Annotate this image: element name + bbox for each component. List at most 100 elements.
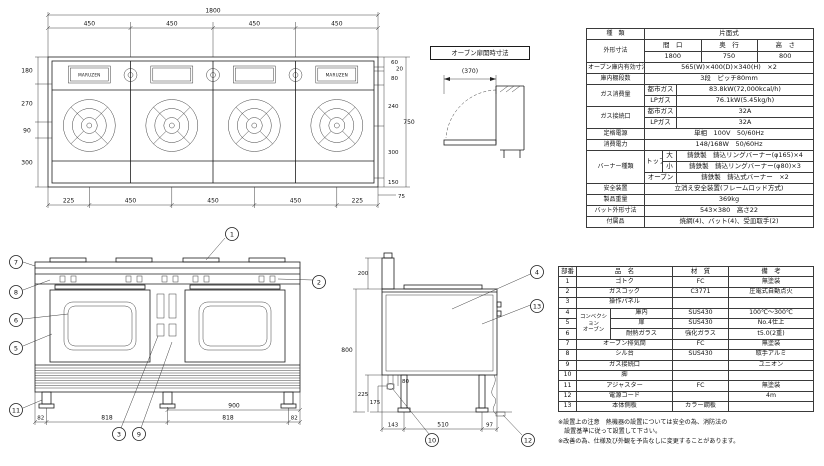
part-material: FC xyxy=(672,338,730,351)
spec-value-shelf: 3段 ピッチ80mm xyxy=(644,73,814,85)
dim-450: 450 xyxy=(84,21,96,28)
dim-75: 75 xyxy=(398,194,405,200)
spec-value-oven-inner: 565(W)×400(D)×340(H) ×2 xyxy=(644,62,814,74)
callout-5: 5 xyxy=(9,341,23,355)
spec-value-weight: 369kg xyxy=(644,194,814,206)
note-line-1: ※設置上の注意 熱機器の設置については安全の為、消防法の xyxy=(558,419,728,426)
spec-value-power: 単相 100V 50/60Hz xyxy=(644,128,814,140)
oven-door-open-title: オーブン扉開時寸法 xyxy=(430,46,530,60)
svg-text:6: 6 xyxy=(14,317,18,325)
parts-row-2: 2 ガスコック C3771 圧電式自動点火 xyxy=(558,286,814,299)
part-name: 脚 xyxy=(575,369,674,382)
side-details xyxy=(370,294,512,417)
svg-text:13: 13 xyxy=(533,303,541,311)
dim-60: 60 xyxy=(391,60,398,66)
brand-logo: MARUZEN xyxy=(326,73,348,78)
small-burners xyxy=(123,68,303,82)
part-name: 耐熱ガラス xyxy=(609,328,674,340)
spec-consumption-city: 83.8kW(72,000kcal/h) xyxy=(676,84,814,96)
part-material: カラー鋼板 xyxy=(672,401,730,413)
spec-burner-oven-label: オーブン xyxy=(644,172,677,184)
spec-row-type: 種 類 片面式 xyxy=(586,28,814,40)
dim-818: 818 xyxy=(101,415,113,422)
spec-lp-gas-label: LPガス xyxy=(644,117,677,129)
spec-label-type: 種 類 xyxy=(586,28,645,40)
spec-label-shelf: 庫内棚段数 xyxy=(586,73,645,85)
part-no: 8 xyxy=(558,349,577,361)
dim-82: 82 xyxy=(37,416,44,422)
dim-180: 180 xyxy=(21,68,33,75)
parts-row-13: 13 本体側板 カラー鋼板 xyxy=(558,401,814,413)
spec-row-watt: 消費電力 148/168W 50/60Hz xyxy=(586,139,814,151)
spec-row-burner-large: バーナー種類 トップ 大 鋳鉄製 鋳込リングバーナー(φ165)×4 xyxy=(586,150,814,184)
dim-20: 20 xyxy=(396,67,403,73)
spec-label-pan: バット外形寸法 xyxy=(586,205,645,217)
dim-450: 450 xyxy=(331,21,343,28)
part-no: 12 xyxy=(558,390,577,403)
part-material xyxy=(672,390,730,403)
part-material: FC xyxy=(672,380,730,392)
part-name: アジャスター xyxy=(575,380,674,392)
parts-row-9: 9 ガス接続口 ユニオン xyxy=(558,359,814,371)
spec-connection-city: 32A xyxy=(676,106,814,118)
dim-900: 900 xyxy=(228,403,240,410)
svg-text:3: 3 xyxy=(117,431,121,439)
front-callouts: 1 7 8 6 5 11 2 3 9 xyxy=(9,227,326,441)
part-name: 扉 xyxy=(609,317,674,330)
part-no: 13 xyxy=(558,401,577,413)
svg-text:7: 7 xyxy=(14,259,18,267)
parts-row-1: 1 ゴトク FC 無塗装 xyxy=(558,276,814,288)
part-no: 1 xyxy=(558,276,577,288)
svg-text:1: 1 xyxy=(230,231,234,239)
svg-text:2: 2 xyxy=(317,279,321,287)
part-note: 圧電式自動点火 xyxy=(728,286,814,299)
dim-818: 818 xyxy=(222,415,234,422)
part-name: ゴトク xyxy=(575,276,674,288)
spec-row-connection-city: ガス接続口 都市ガス 32A xyxy=(586,106,814,129)
svg-text:8: 8 xyxy=(14,289,18,297)
parts-row-7: 7 オーブン排気筒 FC 無塗装 xyxy=(558,338,814,351)
part-note: 4m xyxy=(728,390,814,403)
dim-97: 97 xyxy=(486,423,493,429)
dim-450: 450 xyxy=(125,198,137,205)
part-name: ガスコック xyxy=(575,286,674,299)
dim-1800: 1800 xyxy=(205,8,220,15)
dim-800: 800 xyxy=(341,347,353,354)
spec-burner-large-value: 鋳鉄製 鋳込リングバーナー(φ165)×4 xyxy=(676,150,814,162)
plan-view: MARUZEN MARUZEN xyxy=(21,8,415,208)
part-no: 6 xyxy=(558,328,577,340)
front-details xyxy=(35,275,300,389)
part-material xyxy=(672,359,730,371)
parts-header-note: 備 考 xyxy=(728,265,814,278)
front-dimension-labels: 900 82 818 818 82 xyxy=(37,403,297,422)
dim-80: 80 xyxy=(402,379,409,385)
front-legs xyxy=(38,391,297,409)
part-material: SUS430 xyxy=(672,349,730,361)
dim-450: 450 xyxy=(290,198,302,205)
part-name: 庫内 xyxy=(609,307,674,319)
parts-row-12: 12 電源コード 4m xyxy=(558,390,814,403)
dim-370: (370) xyxy=(462,68,478,75)
part-note: 取手アルミ xyxy=(728,349,814,361)
part-material xyxy=(672,369,730,382)
dim-225: 225 xyxy=(63,198,75,205)
parts-table: 部番 品 名 材 質 備 考 1 ゴトク FC 無塗装 2 ガスコック C377… xyxy=(558,265,814,413)
spec-table: 種 類 片面式 外形寸法 間 口 奥 行 高 さ 1800 750 800 xyxy=(586,28,814,228)
callout-4: 4 xyxy=(530,265,544,279)
brand-logo: MARUZEN xyxy=(78,73,100,78)
callout-11: 11 xyxy=(9,403,23,417)
parts-header-material: 材 質 xyxy=(672,265,730,278)
side-dimension-lines xyxy=(353,257,500,432)
part-note: 無塗装 xyxy=(728,276,814,288)
spec-consumption-lp: 76.1kW(5.45kg/h) xyxy=(676,95,814,107)
part-note xyxy=(728,401,814,413)
spec-city-gas-label: 都市ガス xyxy=(644,84,677,96)
spec-height-label: 高 さ xyxy=(756,40,813,52)
part-note xyxy=(728,297,814,309)
parts-row-4: 4 コンベクション オーブン 庫内 SUS430 100℃～300℃ xyxy=(558,307,814,340)
spec-city-gas-label: 都市ガス xyxy=(644,106,677,118)
spec-value-safety: 立消え安全装置(フレームロッド方式) xyxy=(644,183,814,195)
part-material: SUS430 xyxy=(672,307,730,319)
spec-width-label: 間 口 xyxy=(645,40,702,52)
